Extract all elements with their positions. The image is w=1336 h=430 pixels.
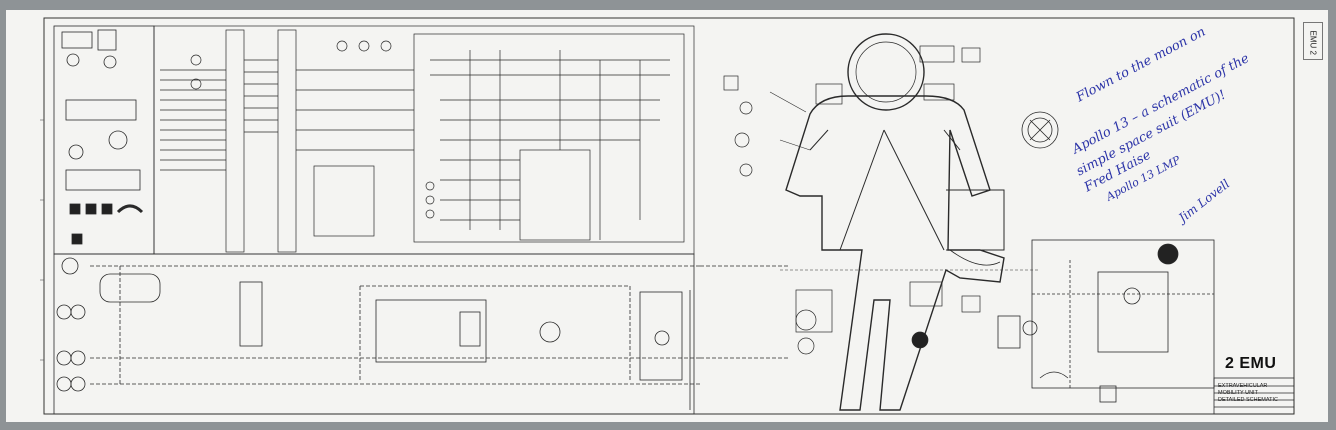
left-control-panel: [53, 25, 155, 255]
space-suit-figure: [780, 33, 1040, 411]
suit-components: [700, 45, 981, 359]
title-block-line-1: EXTRAVEHICULAR: [1218, 383, 1268, 389]
document-title: 2 EMU: [1225, 355, 1277, 372]
right-module-panel: [997, 111, 1215, 403]
zone-markers: [40, 119, 44, 361]
lower-plumbing-section: [53, 253, 700, 415]
title-block-line-2: MOBILITY UNIT: [1218, 390, 1258, 396]
title-block: [1213, 377, 1295, 415]
upper-wiring-section: [153, 25, 695, 255]
title-block-line-3: DETAILED SCHEMATIC: [1218, 397, 1278, 403]
edge-tab: EMU 2: [1303, 22, 1323, 60]
edge-tab-label: EMU 2: [1308, 30, 1318, 55]
